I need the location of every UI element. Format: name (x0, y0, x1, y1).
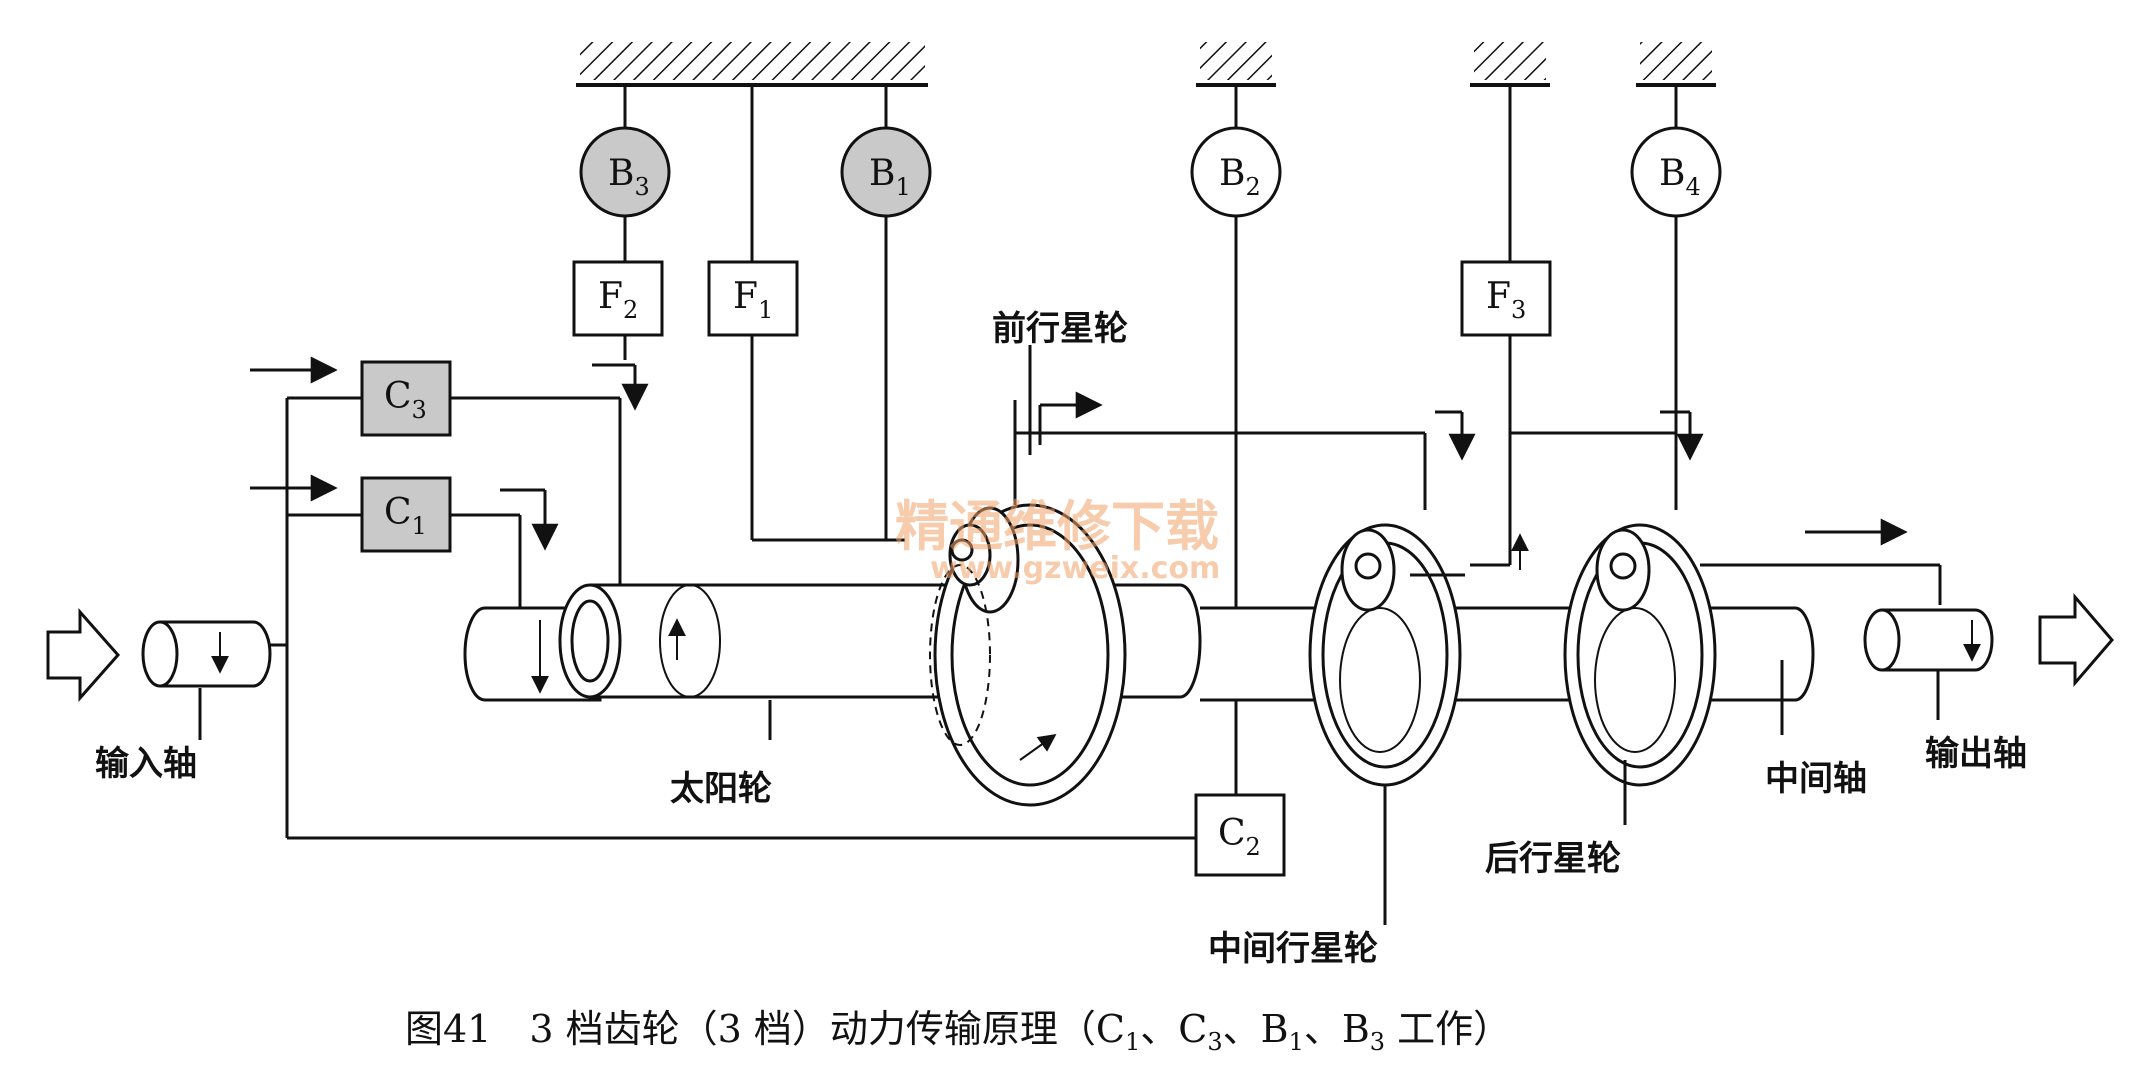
intermediate-shaft-label: 中间轴 (1765, 759, 1867, 799)
front-planet-gear (929, 400, 1127, 807)
rear-planet-label: 后行星轮 (1485, 839, 1621, 879)
ground-hatch-b4 (1636, 42, 1716, 87)
input-arrow-icon (46, 608, 121, 702)
b3-label: B3 (608, 153, 650, 201)
clutch-c2 (1194, 793, 1286, 877)
front-planet-label: 前行星轮 (992, 309, 1128, 349)
rear-planet-gear (1563, 523, 1717, 825)
b2-label: B2 (1219, 153, 1261, 201)
svg-text:www.gzweix.com: www.gzweix.com (930, 551, 1220, 586)
ground-hatch-left (576, 42, 928, 87)
b4-label: B4 (1659, 153, 1701, 201)
middle-planet-label: 中间行星轮 (1208, 929, 1378, 969)
output-arrow-icon (2038, 592, 2114, 688)
one-way-clutch-f1 (707, 260, 799, 337)
one-way-clutch-f2 (572, 260, 664, 337)
c2-label: C2 (1218, 813, 1261, 861)
output-shaft (1863, 608, 1994, 720)
b1-label: B1 (869, 153, 911, 201)
f3-label: F3 (1486, 276, 1526, 324)
ground-hatch-f3 (1470, 42, 1550, 87)
one-way-clutch-f3 (1460, 260, 1552, 337)
input-shaft-label: 输入轴 (95, 744, 197, 784)
middle-planet-gear (1308, 523, 1462, 925)
intermediate-shaft (1200, 606, 1815, 702)
c1-label: C1 (384, 492, 427, 540)
ground-hatch-b2 (1196, 42, 1276, 87)
figure-caption: 图41 3 档齿轮（3 档）动力传输原理（C1、C3、B1、B3 工作） (405, 1007, 1511, 1056)
c3-label: C3 (384, 376, 427, 424)
clutch-c1 (360, 476, 452, 553)
sun-gear-label: 太阳轮 (670, 769, 772, 809)
output-shaft-label: 输出轴 (1925, 734, 2027, 774)
svg-text:精通维修下载: 精通维修下载 (895, 495, 1219, 558)
input-shaft (141, 620, 272, 740)
f2-label: F2 (598, 276, 638, 324)
f1-label: F1 (733, 276, 773, 324)
watermark: 精通维修下载 www.gzweix.com (895, 495, 1220, 586)
